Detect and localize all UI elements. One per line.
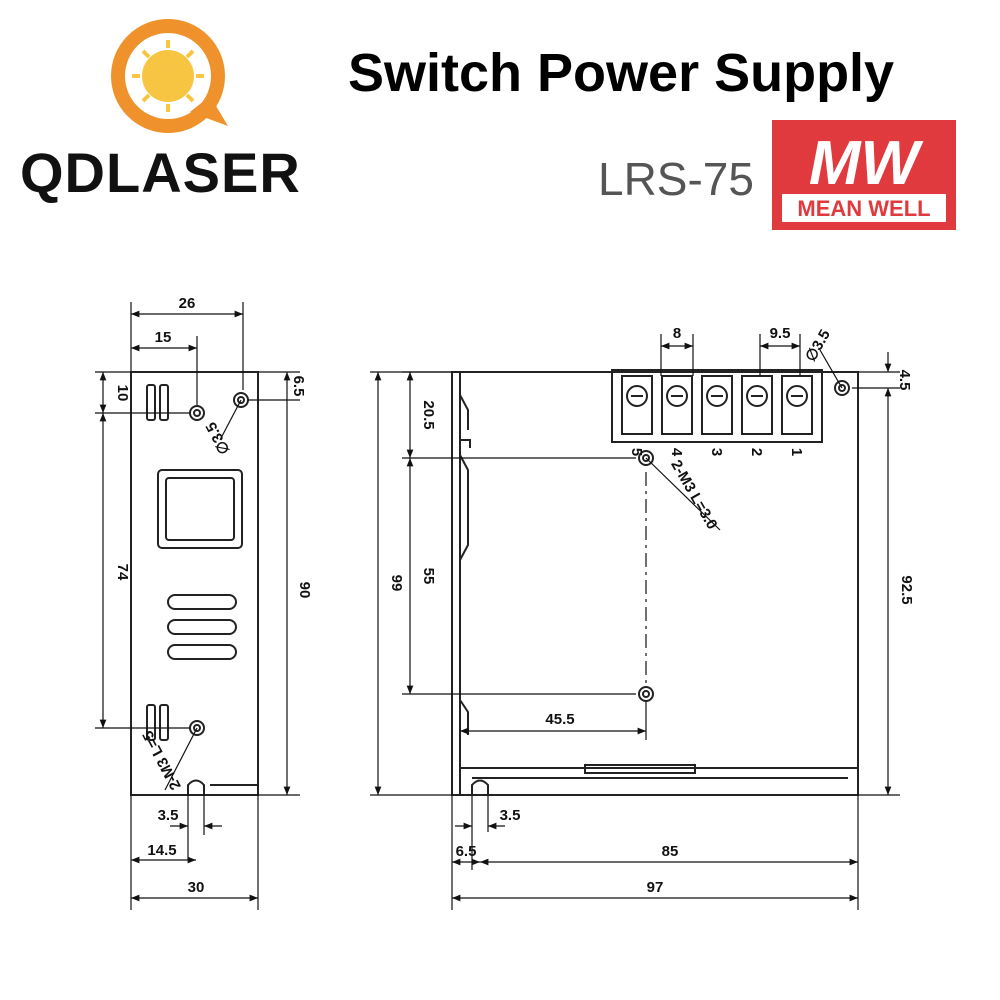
dim-10: 10 [114,385,131,402]
hole-note-side-bottom: 2-M3 L=5 [139,728,184,793]
side-view [130,371,259,796]
dim-99: 99 [388,575,405,592]
dim-90: 90 [296,582,313,599]
dim-45-5: 45.5 [545,711,574,728]
meanwell-logo-icon: MW MEAN WELL [772,120,956,230]
dim-74: 74 [114,564,131,581]
terminal-label-3: 3 [708,448,725,456]
terminal-screws [621,375,813,435]
page-title: Switch Power Supply [348,43,895,103]
dim-3-5-front: 3.5 [500,807,521,824]
dim-8: 8 [673,325,681,342]
terminal-label-1: 1 [788,448,805,456]
front-view-dimension-lines [370,334,900,910]
terminal-label-4: 4 [668,448,685,457]
meanwell-logo-mark: MW [809,129,924,198]
dim-3-5-side: 3.5 [158,807,179,824]
model-number: LRS-75 [598,153,754,205]
dim-14-5: 14.5 [147,842,176,859]
terminal-label-5: 5 [628,448,645,456]
dim-6-5-front: 6.5 [456,843,477,860]
terminal-label-2: 2 [748,448,765,456]
hole-note-side-top: ∅3.5 [203,419,234,457]
dim-4-5: 4.5 [896,370,913,391]
dim-92-5: 92.5 [898,575,915,604]
dim-30: 30 [188,879,205,896]
side-view-dimension-lines [95,302,300,910]
dim-55: 55 [420,568,437,585]
qdlaser-logo-icon [111,19,228,133]
meanwell-logo-caption: MEAN WELL [797,196,930,221]
hole-note-front-top: ∅3.5 [802,327,834,365]
dim-85: 85 [662,843,679,860]
dim-20-5: 20.5 [420,400,437,429]
dim-26: 26 [179,295,196,312]
dim-15: 15 [155,329,172,346]
hole-note-front-mid: 2-M3 L=3.0 [667,457,720,532]
dim-9-5: 9.5 [770,325,791,342]
brand-name: QDLASER [20,141,301,204]
dim-6-5: 6.5 [290,376,307,397]
dim-97: 97 [647,879,664,896]
